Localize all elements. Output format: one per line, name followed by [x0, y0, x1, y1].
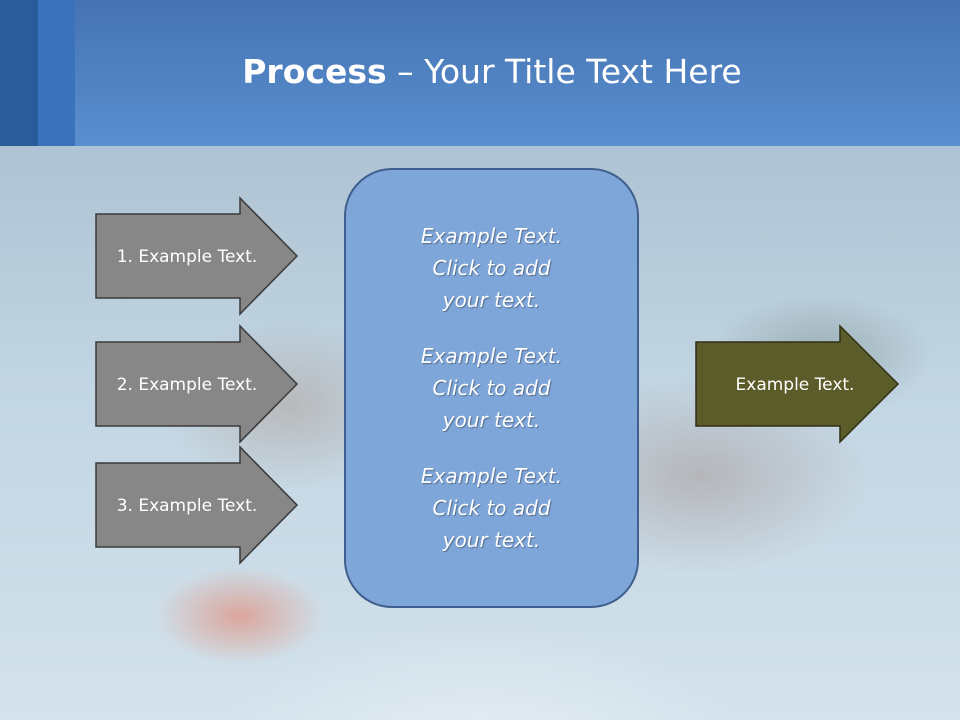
left-arrow-3[interactable]: 3. Example Text.	[95, 445, 299, 565]
slide-title[interactable]: Process – Your Title Text Here	[0, 52, 960, 91]
left-arrow-1-label: 1. Example Text.	[117, 247, 258, 267]
box-text-1[interactable]: Example Text. Click to add your text.	[420, 224, 563, 312]
title-rest: – Your Title Text Here	[386, 52, 742, 91]
left-arrow-2-label: 2. Example Text.	[117, 375, 258, 395]
right-arrow-label: Example Text.	[736, 375, 855, 395]
accent-stripe-dark	[0, 0, 38, 146]
left-arrow-2[interactable]: 2. Example Text.	[95, 324, 299, 444]
left-arrow-3-label: 3. Example Text.	[117, 496, 258, 516]
box-text-2[interactable]: Example Text. Click to add your text.	[420, 344, 563, 432]
center-text-box[interactable]: Example Text. Click to add your text. Ex…	[344, 168, 639, 608]
left-arrow-1[interactable]: 1. Example Text.	[95, 196, 299, 316]
title-bold: Process	[242, 52, 387, 91]
right-arrow[interactable]: Example Text.	[695, 324, 900, 444]
box-text-3[interactable]: Example Text. Click to add your text.	[420, 464, 563, 552]
title-bar	[0, 0, 960, 146]
accent-stripe-light	[38, 0, 75, 146]
